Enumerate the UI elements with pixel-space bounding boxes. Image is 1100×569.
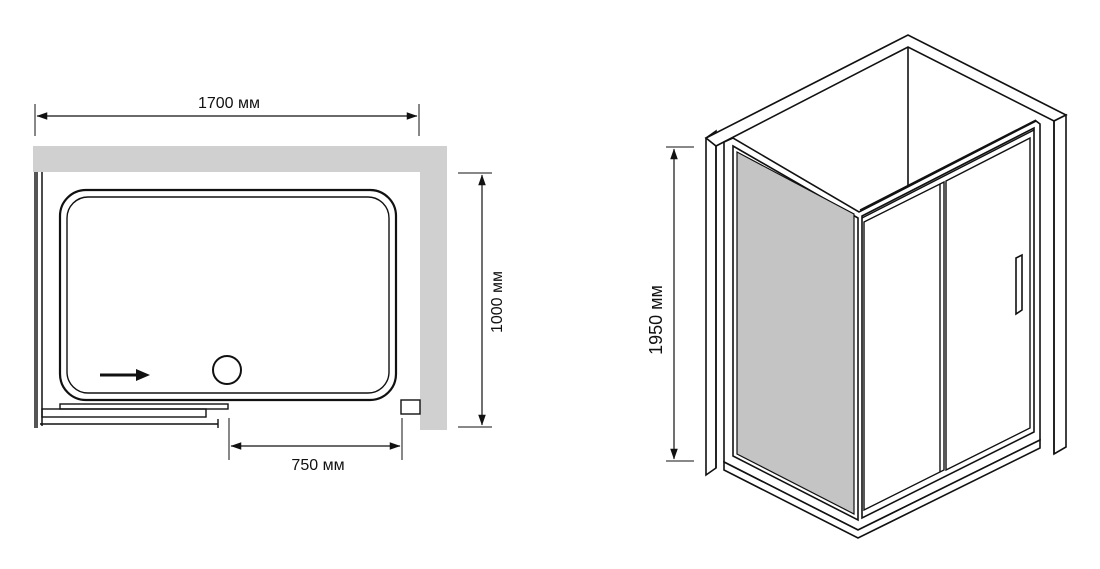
side-wall bbox=[420, 146, 447, 430]
door-handle-icon bbox=[1015, 253, 1023, 316]
bathroom-walls bbox=[704, 34, 1068, 477]
door-stop-profile bbox=[400, 399, 421, 415]
depth-dimension: 1000 мм bbox=[458, 172, 506, 428]
drain-icon bbox=[212, 355, 242, 385]
door-opening-label: 750 мм bbox=[291, 457, 344, 474]
enclosure-frame bbox=[723, 120, 1041, 539]
perspective-view: 1950 мм bbox=[646, 34, 1068, 539]
height-label: 1950 мм bbox=[646, 285, 666, 355]
back-wall bbox=[33, 146, 447, 172]
sliding-direction-arrow-icon bbox=[100, 369, 150, 381]
door-opening-dimension: 750 мм bbox=[228, 418, 403, 474]
width-dimension: 1700 мм bbox=[34, 95, 420, 136]
sliding-door-panels bbox=[40, 403, 229, 428]
side-glass-panel bbox=[736, 151, 855, 515]
shower-tray bbox=[58, 188, 398, 402]
sliding-doors bbox=[859, 119, 1037, 512]
height-dimension: 1950 мм bbox=[646, 146, 694, 462]
left-glass-panel bbox=[34, 172, 43, 428]
depth-label: 1000 мм bbox=[489, 271, 506, 333]
width-label: 1700 мм bbox=[198, 95, 260, 112]
plan-view: 1700 мм 1000 мм 750 мм bbox=[33, 95, 506, 474]
